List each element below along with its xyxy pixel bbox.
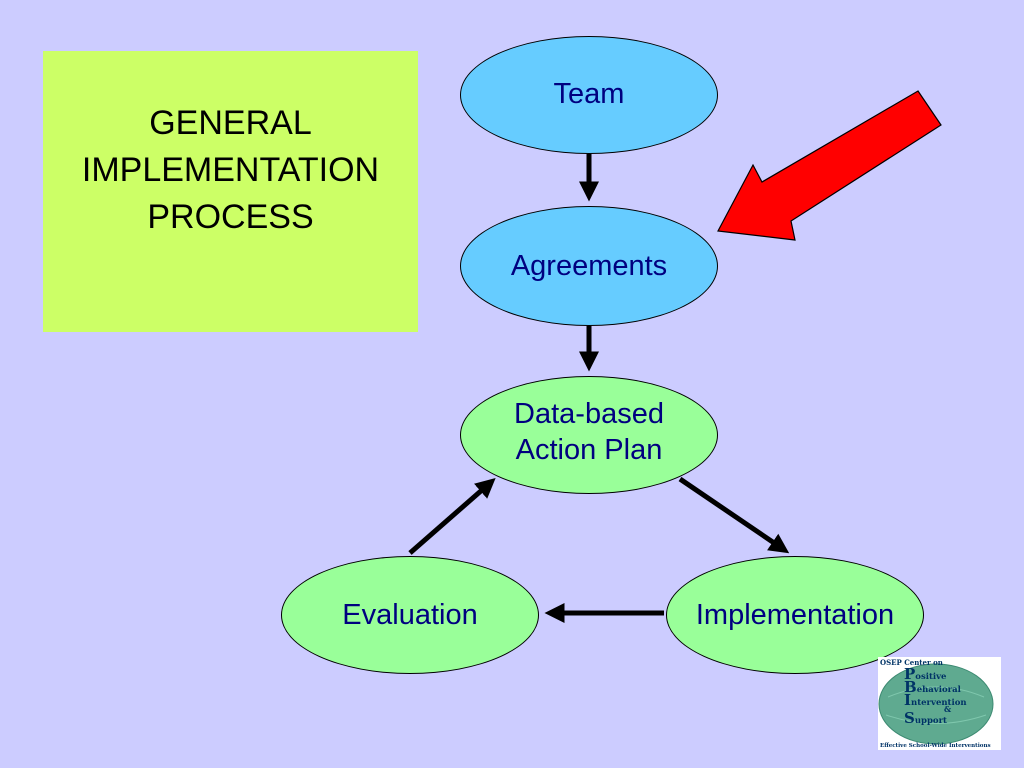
title-line: GENERAL: [149, 104, 312, 142]
node-label: Implementation: [695, 599, 895, 631]
node-data-based-action-plan: Data-based Action Plan: [460, 376, 718, 494]
node-label: Evaluation: [342, 599, 478, 631]
node-agreements: Agreements: [460, 206, 718, 326]
node-implementation: Implementation: [666, 556, 924, 674]
title-line: IMPLEMENTATION: [81, 151, 380, 189]
node-label-line: Data-based: [514, 398, 664, 430]
node-label: Agreements: [510, 250, 668, 282]
title-box: GENERAL IMPLEMENTATION PROCESS: [43, 51, 418, 332]
logo-header: OSEP Center on: [880, 658, 943, 667]
slide-title: GENERAL IMPLEMENTATION PROCESS: [82, 100, 379, 241]
node-label-line: Action Plan: [515, 434, 663, 466]
node-evaluation: Evaluation: [281, 556, 539, 674]
node-team: Team: [460, 36, 718, 154]
arrow-evaluation-to-plan: [408, 478, 496, 555]
node-label: Team: [553, 78, 625, 110]
title-line: PROCESS: [147, 198, 314, 236]
logo-wordmark: Positive Behavioral Intervention & Suppo…: [904, 665, 967, 727]
logo-globe-icon: [878, 663, 994, 745]
pbis-logo: OSEP Center on Positive Behavioral Inter…: [878, 657, 1001, 750]
highlight-arrow: [717, 90, 942, 241]
arrow-plan-to-implementation: [678, 476, 790, 554]
logo-tagline: Effective School-Wide Interventions: [880, 743, 991, 749]
